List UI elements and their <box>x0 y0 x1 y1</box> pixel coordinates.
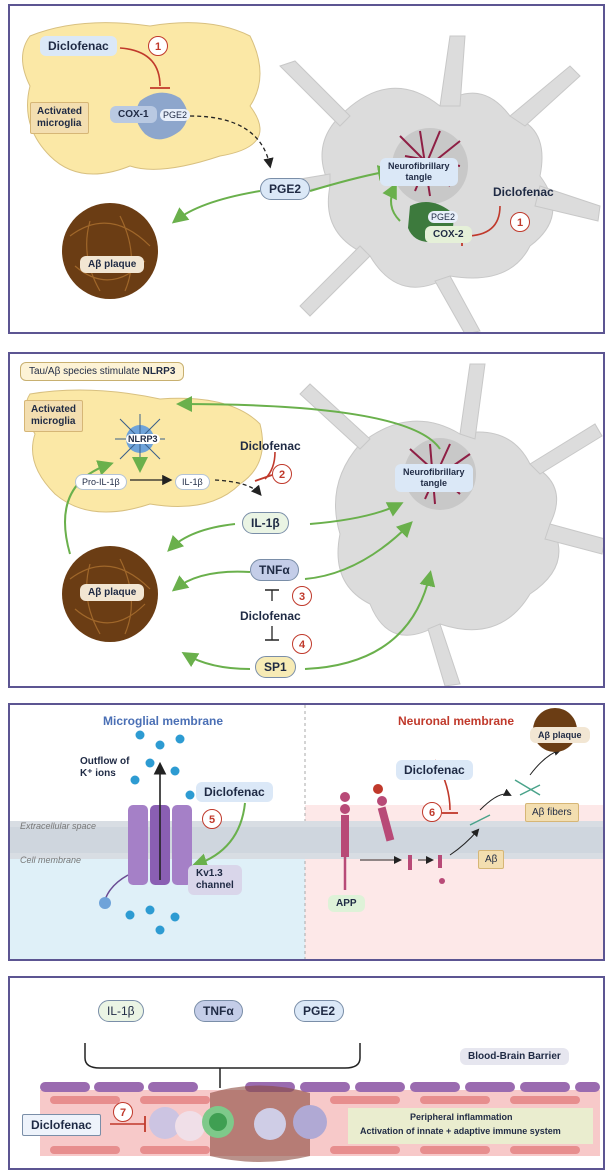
nlrp3-header-prefix: Tau/Aβ species stimulate <box>29 366 143 377</box>
potassium-ions <box>125 730 195 935</box>
abeta-plaque-label-2: Aβ plaque <box>80 584 145 601</box>
step-5-badge: 5 <box>202 809 222 829</box>
app-protein-icon <box>340 784 395 890</box>
diclofenac-label-2: Diclofenac <box>240 439 301 453</box>
abeta-fibers-label: Aβ fibers <box>525 803 579 822</box>
pro-il1b-label: Pro-IL-1β <box>75 474 127 490</box>
neuron-cell <box>269 35 601 332</box>
diclofenac-label-right: Diclofenac <box>493 185 554 199</box>
extracellular-label: Extracellular space <box>20 821 97 831</box>
panel2-illustration <box>25 363 603 686</box>
pge2-node-bbb: PGE2 <box>294 1000 345 1022</box>
activated-microglia-label-2: Activated microglia <box>24 400 84 432</box>
diclofenac-label-5: Diclofenac <box>196 782 273 802</box>
ball-domain <box>99 897 111 909</box>
tangle-label-2: Neurofibrillary tangle <box>395 464 473 492</box>
panel-bbb: IL-1β TNFα PGE2 Blood-Brain Barrier Dicl… <box>8 976 605 1170</box>
panel-membranes: Microglial membrane Neuronal membrane Ou… <box>8 703 605 961</box>
il1b-small-label: IL-1β <box>175 474 210 490</box>
bracket <box>84 1043 361 1088</box>
diclofenac-label-6: Diclofenac <box>396 760 473 780</box>
step-4-badge: 4 <box>292 634 312 654</box>
step-6-badge: 6 <box>422 802 442 822</box>
step-3-badge: 3 <box>292 586 312 606</box>
tnfa-node-bbb: TNFα <box>194 1000 243 1022</box>
nlrp3-header-bold: NLRP3 <box>142 366 176 377</box>
diclofenac-label-3: Diclofenac <box>240 609 301 623</box>
abeta-plaque-label: Aβ plaque <box>80 256 145 273</box>
step-1-badge-right: 1 <box>510 212 530 232</box>
il1b-node: IL-1β <box>242 512 289 534</box>
tnfa-node: TNFα <box>250 559 299 581</box>
nlrp3-header: Tau/Aβ species stimulate NLRP3 <box>20 362 185 381</box>
cell-membrane-label: Cell membrane <box>20 855 82 865</box>
step-1-badge: 1 <box>148 36 168 56</box>
tangle-label: Neurofibrillary tangle <box>380 158 458 186</box>
pge2-node: PGE2 <box>260 178 311 200</box>
abeta-plaque-label-3: Aβ plaque <box>530 727 590 743</box>
bbb-label: Blood-Brain Barrier <box>460 1048 569 1065</box>
kv13-channel-icon <box>128 805 192 885</box>
neuronal-membrane-title: Neuronal membrane <box>398 714 515 728</box>
microglial-membrane-title: Microglial membrane <box>103 714 224 728</box>
diclofenac-label-top: Diclofenac <box>40 36 117 56</box>
panel4-illustration <box>40 1043 600 1162</box>
immune-cells <box>149 1105 327 1141</box>
sp1-node: SP1 <box>255 656 296 678</box>
diclofenac-label-7: Diclofenac <box>22 1114 101 1136</box>
panel-nlrp3-pathway: Tau/Aβ species stimulate NLRP3 Activated… <box>8 352 605 688</box>
pge2-small-label-2: PGE2 <box>428 211 459 223</box>
abeta-plaque-icon <box>62 203 158 299</box>
cox2-label: COX-2 <box>425 226 472 243</box>
app-label: APP <box>328 895 365 912</box>
outflow-label: Outflow of K⁺ ions <box>80 756 130 779</box>
neuron-cell-2 <box>299 363 603 686</box>
peripheral-line2: Activation of innate + adaptive immune s… <box>360 1126 561 1136</box>
abeta-fibers-icon <box>469 779 541 826</box>
pge2-small-label: PGE2 <box>160 109 191 121</box>
lipid-bilayer <box>10 823 603 857</box>
abeta-label: Aβ <box>478 850 505 869</box>
step-7-badge: 7 <box>113 1102 133 1122</box>
nlrp3-label: NLRP3 <box>126 434 160 444</box>
panel-cox-pathway: Diclofenac 1 Activated microglia COX-1 P… <box>8 4 605 334</box>
activated-microglia-label: Activated microglia <box>30 102 90 134</box>
panel3-illustration <box>10 705 603 959</box>
peripheral-line1: Peripheral inflammation <box>410 1112 513 1122</box>
step-2-badge: 2 <box>272 464 292 484</box>
il1b-node-bbb: IL-1β <box>98 1000 144 1022</box>
kv13-label: Kv1.3 channel <box>188 865 242 895</box>
cox1-label: COX-1 <box>110 106 157 123</box>
